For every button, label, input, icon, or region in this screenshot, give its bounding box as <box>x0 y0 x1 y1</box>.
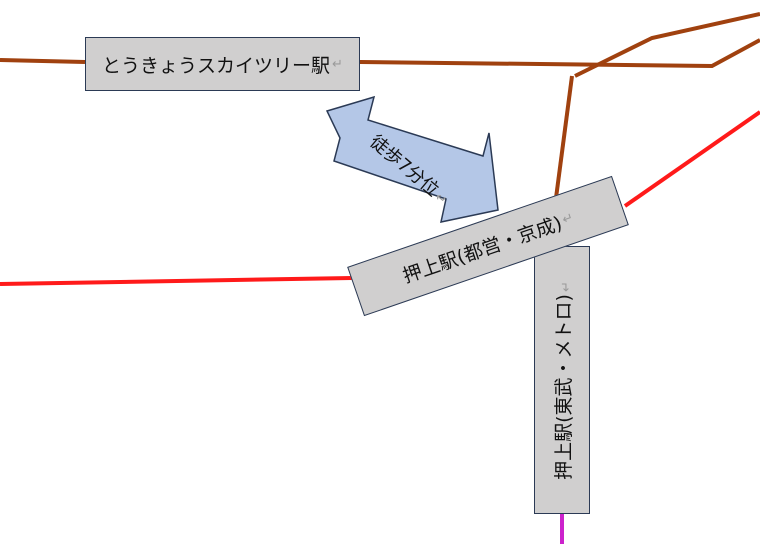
return-mark: ↵ <box>332 56 343 72</box>
walk-double-arrow <box>325 95 499 223</box>
station-tokyo-skytree: とうきょうスカイツリー駅↵ <box>85 37 360 91</box>
return-mark: ↵ <box>558 280 574 292</box>
brown-line-north-branch <box>574 12 760 78</box>
station-label-tobu: 押上駅(東武・メトロ) <box>552 293 575 480</box>
brown-line-spur <box>554 75 574 199</box>
brown-line-east <box>359 38 760 69</box>
red-line-west <box>0 276 353 286</box>
station-label-tobu-wrap: 押上駅(東武・メトロ)↵ <box>549 281 576 480</box>
brown-line-west <box>0 58 86 64</box>
station-label-skytree: とうきょうスカイツリー駅 <box>102 54 331 77</box>
red-line-east <box>623 110 760 208</box>
station-oshiage-tobu-metro: 押上駅(東武・メトロ)↵ <box>534 246 590 514</box>
return-mark: ↵ <box>560 209 576 228</box>
